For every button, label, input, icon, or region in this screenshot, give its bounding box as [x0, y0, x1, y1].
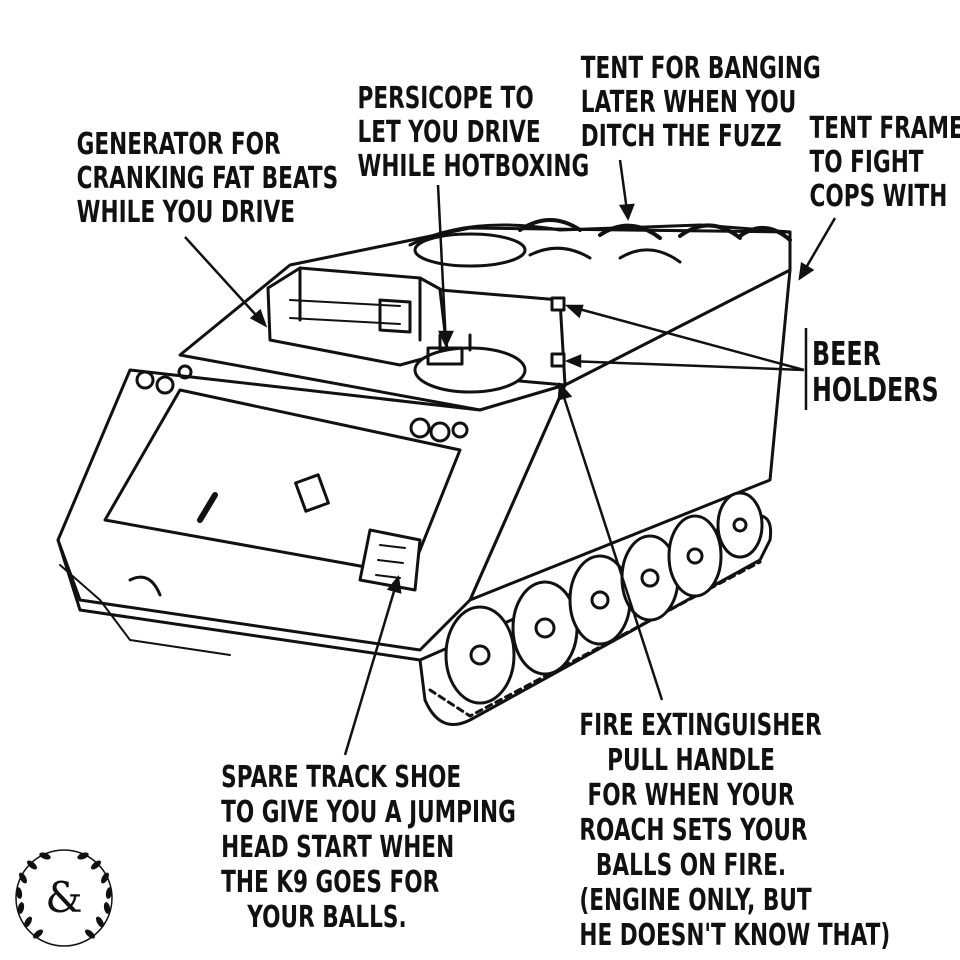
label-line: HEAD START WHEN	[221, 830, 455, 865]
label-line: SPARE TRACK SHOE	[221, 760, 462, 795]
label-line: ROACH SETS YOUR	[579, 813, 808, 848]
label-periscope: PERSICOPE TO LET YOU DRIVE WHILE HOTBOXI…	[326, 81, 590, 184]
label-line: HE DOESN'T KNOW THAT)	[579, 918, 891, 953]
leader-generator	[184, 236, 266, 326]
label-line: FIRE EXTINGUISHER	[579, 708, 822, 743]
label-fire-extinguisher: FIRE EXTINGUISHER PULL HANDLE FOR WHEN Y…	[536, 708, 891, 953]
label-line: FOR WHEN YOUR	[587, 778, 795, 813]
label-line: CRANKING FAT BEATS	[76, 161, 339, 196]
label-line: PERSICOPE TO	[357, 81, 534, 116]
label-line: THE K9 GOES FOR	[221, 865, 440, 900]
label-line: TO FIGHT	[809, 145, 924, 180]
label-line: BEER	[812, 334, 881, 373]
label-line: HOLDERS	[812, 370, 939, 409]
label-line: TO GIVE YOU A JUMPING	[221, 795, 516, 830]
label-line: DITCH THE FUZZ	[580, 119, 782, 154]
periscope	[426, 346, 464, 366]
label-line: WHILE YOU DRIVE	[76, 195, 296, 230]
label-line: LET YOU DRIVE	[357, 115, 541, 150]
label-line: WHILE HOTBOXING	[357, 149, 590, 184]
label-tent: TENT FOR BANGING LATER WHEN YOU DITCH TH…	[548, 51, 821, 154]
label-line: TENT FOR BANGING	[580, 51, 821, 86]
rear-lights	[135, 364, 469, 443]
label-tent-frame: TENT FRAME TO FIGHT COPS WITH	[788, 111, 960, 214]
label-line: PULL HANDLE	[607, 743, 775, 778]
beer-holder-top	[550, 296, 566, 312]
leader-fire	[558, 384, 664, 701]
logo-glyph: &	[45, 873, 82, 922]
label-line: YOUR BALLS.	[247, 900, 407, 935]
label-line: LATER WHEN YOU	[580, 85, 797, 120]
label-generator: GENERATOR FOR CRANKING FAT BEATS WHILE Y…	[40, 127, 339, 230]
leader-beer-bottom	[567, 359, 805, 372]
leader-periscope	[436, 184, 448, 346]
label-spare-track: SPARE TRACK SHOE TO GIVE YOU A JUMPING H…	[180, 760, 516, 935]
road-wheels	[444, 491, 764, 705]
label-line: (ENGINE ONLY, BUT	[579, 883, 812, 918]
roof-tent	[408, 223, 792, 247]
leader-spare	[343, 577, 400, 756]
periscope-hatch	[413, 346, 527, 394]
label-line: COPS WITH	[809, 179, 948, 214]
label-beer-holders: BEER HOLDERS	[812, 334, 939, 409]
spare-track-shoe	[358, 528, 422, 592]
label-line: GENERATOR FOR	[76, 127, 281, 162]
ramp-handle	[294, 473, 330, 513]
laurel-wreath-icon: &	[15, 849, 113, 947]
beer-holder-bottom	[550, 352, 566, 368]
label-line: TENT FRAME	[809, 111, 960, 146]
leader-beer-top	[567, 304, 805, 372]
label-line: BALLS ON FIRE.	[595, 848, 787, 883]
